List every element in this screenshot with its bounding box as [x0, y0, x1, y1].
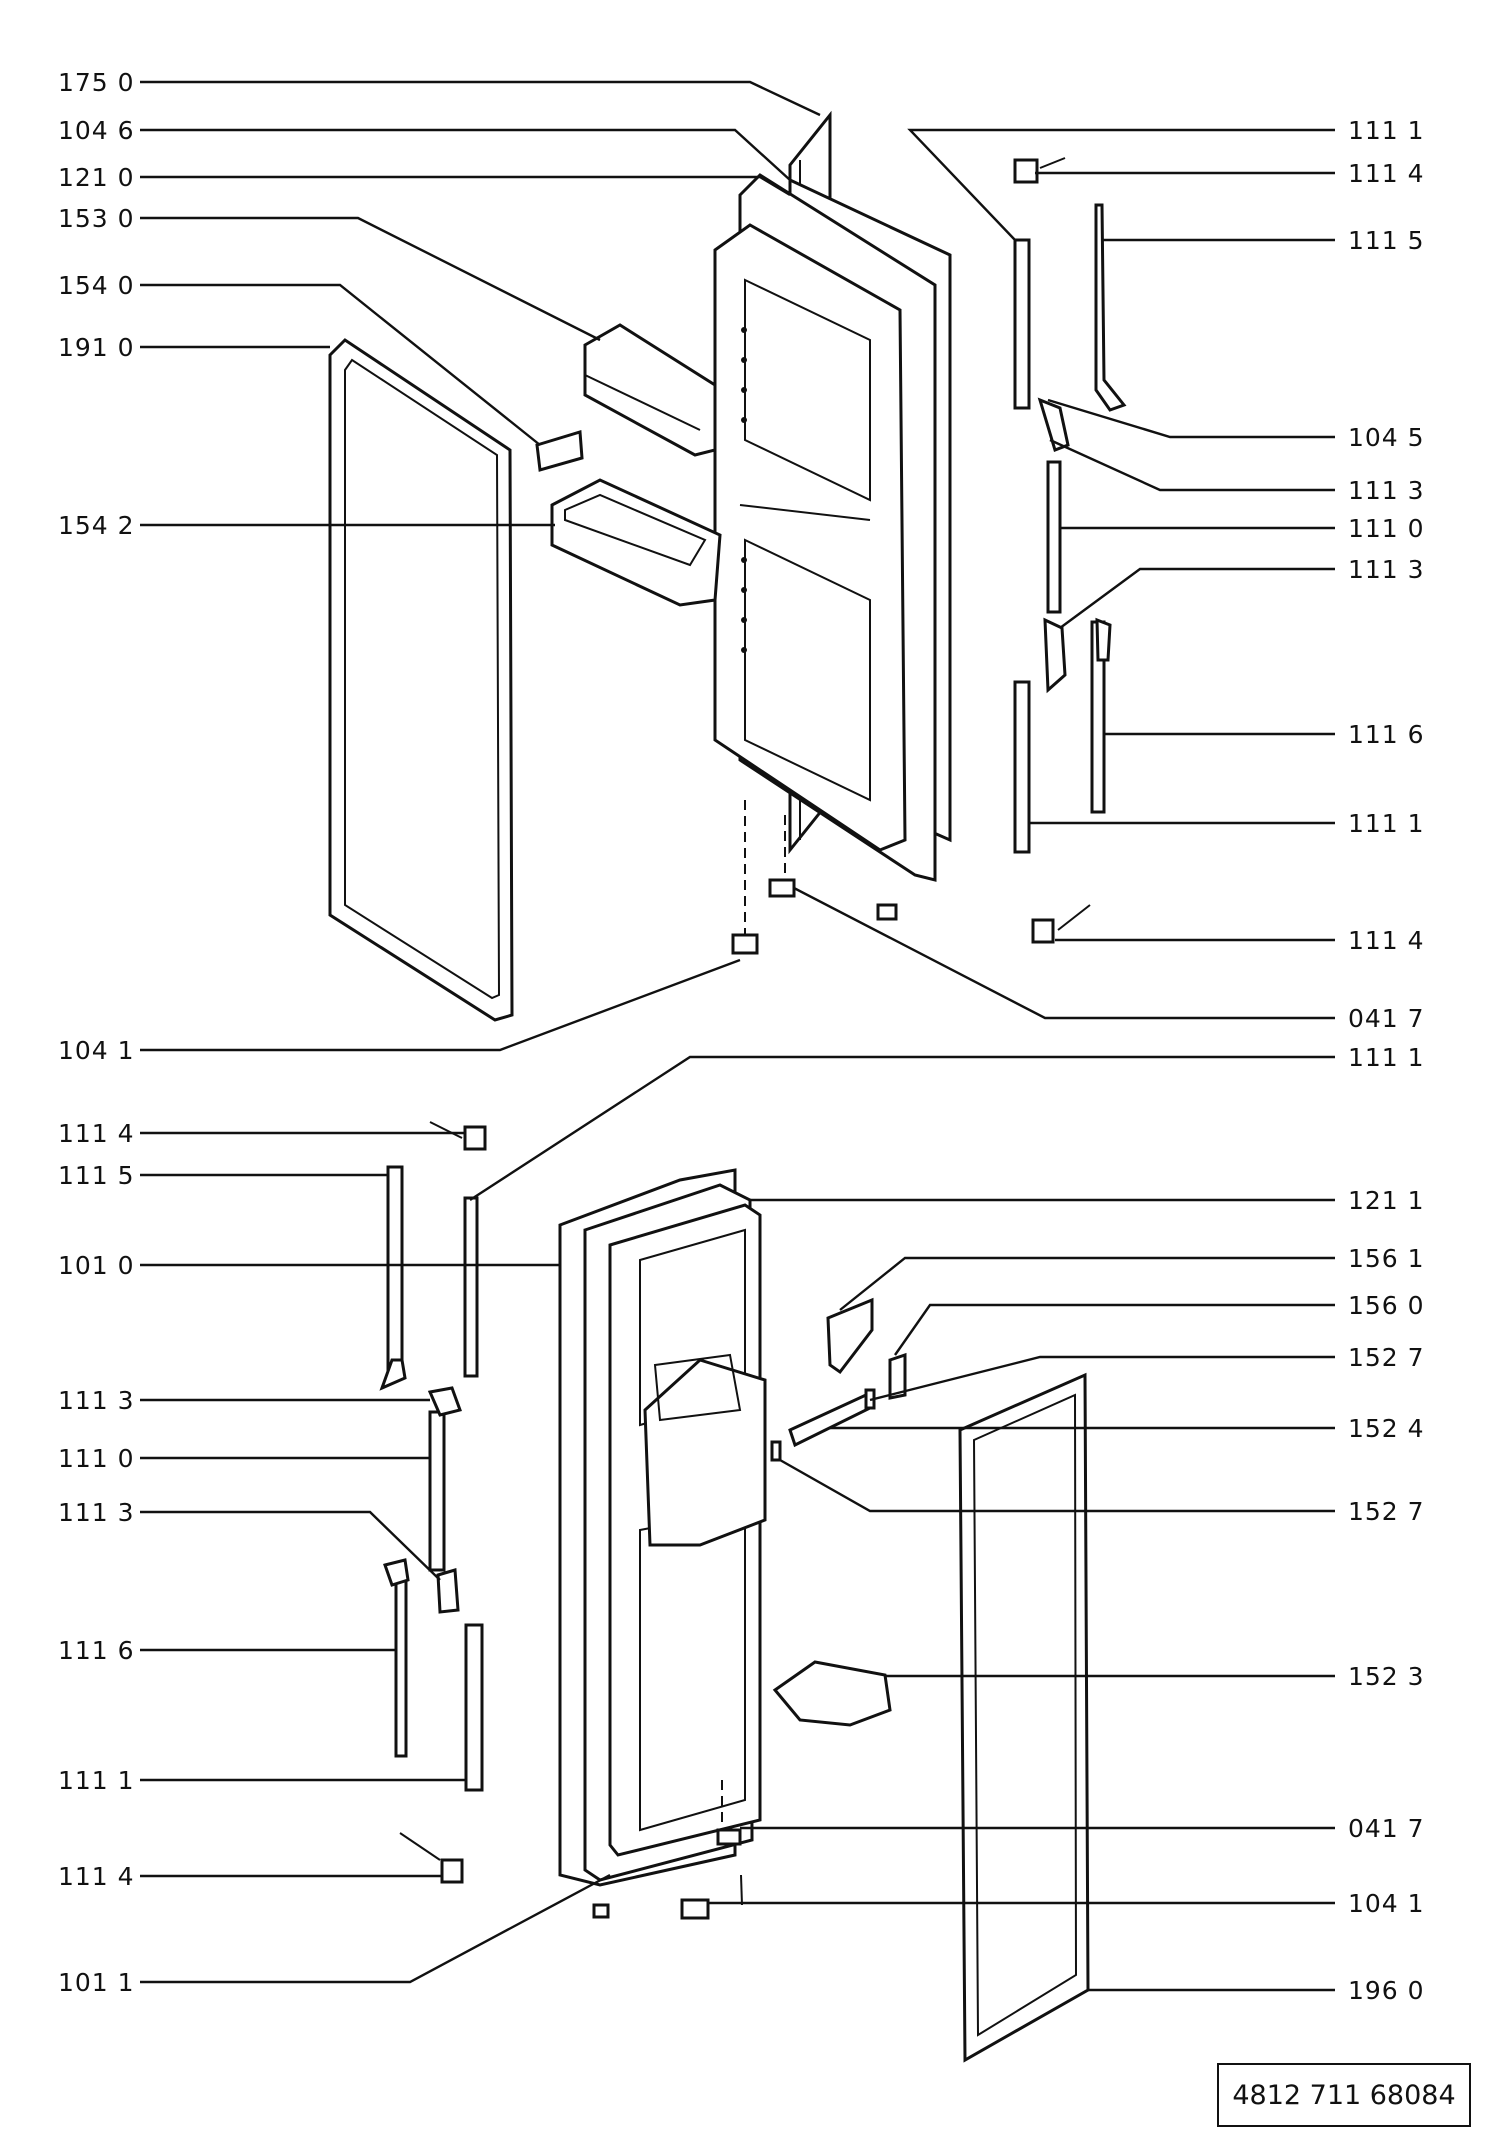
freezer-door-gasket [328, 338, 514, 1022]
leader-line [1059, 567, 1335, 629]
part-number-label: 104 5 [1348, 423, 1425, 452]
dispenser-rail [770, 1388, 876, 1462]
leader-line [1049, 438, 1335, 492]
leader-line [140, 175, 791, 197]
fridge-door-gasket [958, 1372, 1090, 2063]
leader-line [140, 216, 601, 342]
part-number-label: 111 0 [58, 1444, 135, 1473]
part-number-label: 111 1 [1348, 809, 1425, 838]
leader-line [140, 128, 791, 181]
part-number-label: 152 7 [1348, 1497, 1425, 1526]
part-number-label: 111 1 [1348, 1043, 1425, 1072]
hinge-trim-lower-left [379, 1121, 487, 1884]
ice-dispenser-housing [643, 1353, 767, 1547]
part-number-label: 111 0 [1348, 514, 1425, 543]
door-shelf-upper [583, 323, 717, 457]
part-number-label: 111 3 [58, 1498, 135, 1527]
door-balcony [550, 478, 722, 607]
leader-line [140, 1510, 441, 1581]
part-number-label: 111 1 [1348, 116, 1425, 145]
part-number-label: 156 1 [1348, 1244, 1425, 1273]
part-number-label: 104 1 [58, 1036, 135, 1065]
part-number-label: 111 3 [1348, 555, 1425, 584]
dispenser-chute [826, 1297, 874, 1375]
part-number-label: 152 7 [1348, 1343, 1425, 1372]
part-number-label: 152 4 [1348, 1414, 1425, 1443]
callout-labels: 175 0 104 6 121 0 153 0 154 0 191 0 154 2 111 1… [58, 68, 1425, 2005]
leader-lines [140, 80, 1335, 1992]
part-number-label: 175 0 [58, 68, 135, 97]
part-number-label: 111 4 [58, 1119, 135, 1148]
hinge-lower [731, 800, 898, 955]
part-number-label: 111 1 [58, 1766, 135, 1795]
leader-line [869, 1355, 1335, 1402]
leader-line [779, 1458, 1335, 1513]
part-number-label: 104 6 [58, 116, 135, 145]
part-number-label: 041 7 [1348, 1814, 1425, 1843]
part-number-label: 111 4 [58, 1862, 135, 1891]
leader-line [839, 1256, 1335, 1311]
drawing-number: 4812 711 68084 [1232, 2079, 1456, 2111]
part-number-label: 196 0 [1348, 1976, 1425, 2005]
leader-line [1047, 398, 1335, 439]
part-number-label: 104 1 [1348, 1889, 1425, 1918]
part-number-label: 121 0 [58, 163, 135, 192]
part-number-label: 041 7 [1348, 1004, 1425, 1033]
drawing-number-box: 4812 711 68084 [1217, 2063, 1471, 2127]
freezer-door-frame [713, 173, 937, 882]
part-number-label: 152 3 [1348, 1662, 1425, 1691]
part-number-label: 111 5 [58, 1161, 135, 1190]
hinge-trim-upper-right [1013, 157, 1127, 944]
leader-line [140, 958, 741, 1052]
part-number-label: 154 0 [58, 271, 135, 300]
part-number-label: 111 4 [1348, 926, 1425, 955]
part-number-label: 111 6 [1348, 720, 1425, 749]
part-number-label: 101 1 [58, 1968, 135, 1997]
shelf-bracket [535, 430, 584, 472]
leader-line [907, 128, 1335, 241]
part-number-label: 111 3 [58, 1386, 135, 1415]
leader-line [469, 1055, 1335, 1202]
leader-line [793, 886, 1335, 1020]
part-number-label: 111 4 [1348, 159, 1425, 188]
part-number-label: 121 1 [1348, 1186, 1425, 1215]
door-balcony-lower [772, 1660, 892, 1727]
leader-line [140, 80, 821, 117]
part-number-label: 156 0 [1348, 1291, 1425, 1320]
part-number-label: 111 3 [1348, 476, 1425, 505]
part-number-label: 153 0 [58, 204, 135, 233]
part-number-label: 111 6 [58, 1636, 135, 1665]
part-number-label: 154 2 [58, 511, 135, 540]
leader-line [894, 1303, 1335, 1356]
part-number-label: 191 0 [58, 333, 135, 362]
leader-line [140, 283, 541, 446]
dispenser-bracket [888, 1352, 907, 1400]
part-number-label: 111 5 [1348, 226, 1425, 255]
hinge-lower-fridge [592, 1780, 743, 1920]
part-number-label: 101 0 [58, 1251, 135, 1280]
leader-line [140, 1873, 611, 1984]
